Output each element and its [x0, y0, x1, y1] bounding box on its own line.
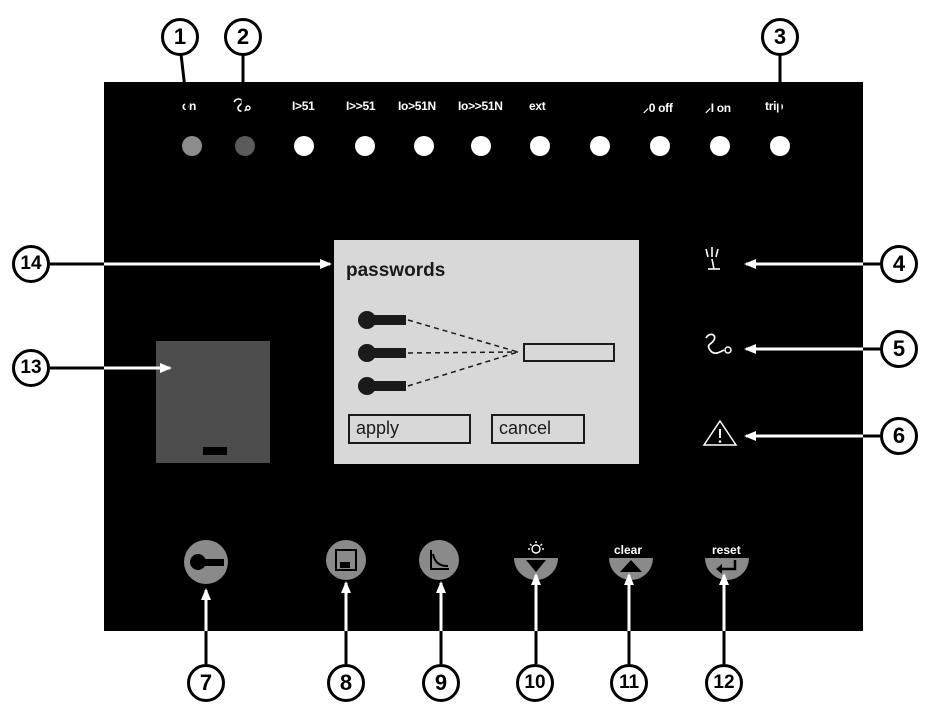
callout-7: 7	[187, 664, 225, 702]
callout-12: 12	[705, 664, 743, 702]
led-alarm	[235, 136, 255, 156]
callout-3: 3	[761, 18, 799, 56]
save-icon	[335, 549, 357, 571]
callout-10: 10	[516, 664, 554, 702]
callout-14: 14	[12, 245, 50, 283]
callout-13: 13	[12, 349, 50, 387]
callout-8: 8	[327, 664, 365, 702]
led-i-on	[710, 136, 730, 156]
up-arrow-icon	[620, 560, 642, 572]
led-i51-high	[355, 136, 375, 156]
warning-icon	[702, 419, 738, 446]
clear-button[interactable]	[606, 556, 656, 586]
record-button[interactable]	[326, 540, 366, 580]
curve-button[interactable]	[419, 540, 459, 580]
led-label-i-on: ⸝I on	[705, 101, 731, 115]
led-0-off	[650, 136, 670, 156]
apply-button[interactable]: apply	[348, 414, 471, 444]
led-label-io51n-high: Io>>51N	[458, 99, 503, 113]
trip-circuit-icon	[705, 247, 720, 270]
front-port-cover	[156, 341, 270, 463]
key-button[interactable]	[184, 540, 228, 584]
led-label-io51n: Io>51N	[398, 99, 436, 113]
password-field[interactable]	[523, 343, 615, 362]
led-unlabeled	[590, 136, 610, 156]
clear-label: clear	[614, 543, 643, 557]
screen-title: passwords	[346, 260, 446, 281]
led-i51	[294, 136, 314, 156]
cancel-button[interactable]: cancel	[491, 414, 585, 444]
callout-4: 4	[880, 245, 918, 283]
callout-6: 6	[880, 417, 918, 455]
led-label-ext: ext	[529, 99, 546, 113]
led-label-0-off: ⸝0 off	[643, 101, 673, 115]
sun-icon	[528, 541, 544, 554]
led-trip	[770, 136, 790, 156]
led-io51n-high	[471, 136, 491, 156]
curve-icon	[430, 550, 449, 570]
callout-9: 9	[422, 664, 460, 702]
led-label-i51-high: I>>51	[346, 99, 376, 113]
enter-icon	[720, 560, 737, 571]
port-slot	[203, 447, 227, 455]
down-arrow-icon	[526, 560, 546, 572]
alarm-icon	[705, 333, 732, 355]
reset-button[interactable]	[702, 556, 752, 586]
callout-5: 5	[880, 330, 918, 368]
reset-label: reset	[712, 543, 741, 557]
led-on	[182, 136, 202, 156]
down-button[interactable]	[511, 540, 561, 590]
led-label-i51: I>51	[292, 99, 315, 113]
callout-2: 2	[224, 18, 262, 56]
key-icon	[190, 554, 224, 570]
lcd-screen: passwords apply cancel	[334, 240, 639, 464]
led-io51n	[414, 136, 434, 156]
led-label-alarm-icon	[230, 96, 252, 121]
password-keys-graphic	[358, 311, 519, 395]
callout-11: 11	[610, 664, 648, 702]
led-ext	[530, 136, 550, 156]
callout-1: 1	[161, 18, 199, 56]
